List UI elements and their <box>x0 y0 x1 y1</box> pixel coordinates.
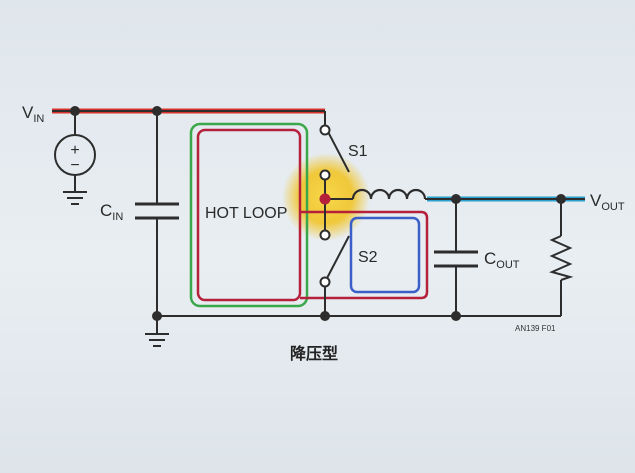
s2-switch-blade <box>324 235 350 283</box>
s2-bottom-contact <box>319 276 331 288</box>
s2-top-contact <box>319 229 331 241</box>
hot-loop-inner-right <box>300 210 429 300</box>
hot-loop-label: HOT LOOP <box>205 205 287 222</box>
figure-code: AN139 F01 <box>515 324 556 333</box>
rail-ground-icon <box>145 333 169 347</box>
source-minus-sign: − <box>70 157 79 174</box>
voltage-source-symbol <box>54 134 96 176</box>
source-ground-icon <box>63 191 87 205</box>
cout-label: COUT <box>484 249 520 271</box>
s2-label: S2 <box>358 249 378 266</box>
load-resistor-symbol <box>549 235 574 281</box>
hot-loop-inner-left <box>196 128 302 302</box>
junction-dots <box>70 106 566 321</box>
vin-label: VIN <box>22 103 44 125</box>
cin-label: CIN <box>100 201 123 223</box>
source-plus-sign: + <box>70 142 79 159</box>
s2-loop-outline <box>349 216 421 294</box>
inductor-symbol <box>351 188 427 200</box>
s1-top-contact <box>319 124 331 136</box>
s1-bottom-contact <box>319 169 331 181</box>
hot-loop-outer-outline <box>189 122 309 308</box>
s1-label: S1 <box>348 143 368 160</box>
vout-label: VOUT <box>590 191 625 213</box>
diagram-caption: 降压型 <box>290 344 338 363</box>
